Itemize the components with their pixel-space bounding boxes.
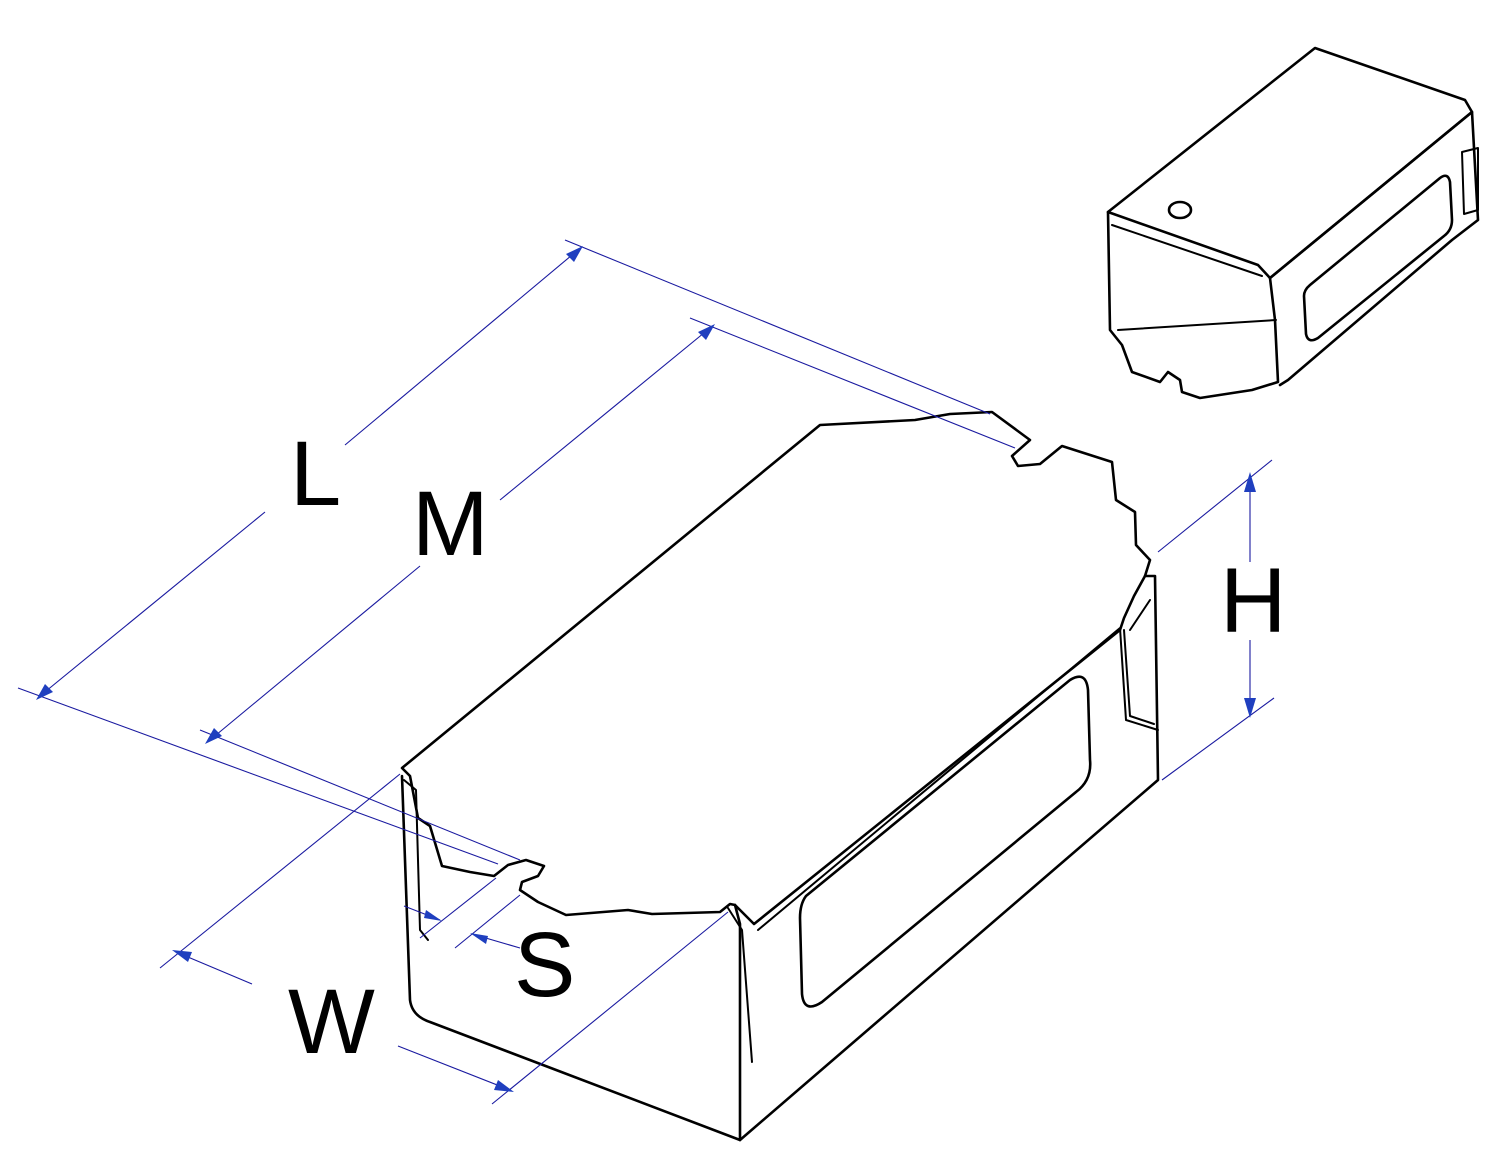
large-enclosure-top-face <box>400 410 1152 926</box>
small-enclosure-knob <box>1167 200 1193 220</box>
dim-L-arrow-top <box>566 246 583 262</box>
large-enclosure-side-face <box>738 574 1160 1142</box>
dim-H-arrow-top <box>1244 472 1256 492</box>
dim-W-arrow-right <box>494 1080 514 1092</box>
dim-label-S: S <box>514 914 575 1016</box>
dim-M-arrow-top <box>698 324 715 340</box>
dim-S-arrow-right <box>470 933 488 944</box>
small-enclosure-top-face <box>1106 46 1474 280</box>
large-enclosure-end-flange <box>403 779 753 1063</box>
dim-label-H: H <box>1220 550 1286 652</box>
dim-M-extension-bottom <box>199 729 521 861</box>
dim-H-arrow-bottom <box>1244 698 1256 718</box>
small-enclosure-flange <box>1111 224 1277 331</box>
dimension-labels: L M H W S <box>288 423 1286 1073</box>
dim-L-extension-bottom <box>17 687 499 865</box>
dim-M-arrow-bottom <box>205 728 222 744</box>
dim-S-arrow-left <box>424 910 442 921</box>
dim-label-L: L <box>290 423 341 525</box>
dim-S-extension-right <box>454 894 521 949</box>
dim-W-extension-left <box>159 773 401 969</box>
dim-M-extension-top <box>689 317 1016 449</box>
small-enclosure <box>1106 46 1480 400</box>
large-enclosure-side-window <box>798 675 1092 1008</box>
dim-S-extension-left <box>419 877 497 939</box>
dim-L-extension-top <box>564 239 991 415</box>
dim-H-extension-bottom <box>1161 697 1275 781</box>
dim-label-M: M <box>412 473 489 575</box>
large-enclosure-end-tab <box>1123 599 1155 725</box>
small-enclosure-tab <box>1461 147 1479 215</box>
dim-M-line-upper <box>499 327 711 501</box>
dim-H-extension-top <box>1157 459 1273 553</box>
dim-W-extension-right <box>491 911 729 1105</box>
small-enclosure-end-face <box>1106 210 1280 400</box>
dim-W-arrow-left <box>172 950 192 962</box>
large-enclosure <box>400 410 1160 1142</box>
dim-W-line-right <box>397 1045 511 1091</box>
large-enclosure-side-edge <box>757 627 1159 931</box>
small-enclosure-side-face <box>1268 110 1480 387</box>
dim-L-line-lower <box>39 511 266 697</box>
dimension-lines <box>17 239 1275 1105</box>
dim-L-arrow-bottom <box>36 684 53 700</box>
dim-L-line-upper <box>344 249 579 446</box>
dim-label-W: W <box>288 971 375 1073</box>
dim-M-line-lower <box>209 565 421 741</box>
large-enclosure-end-face <box>400 774 742 1142</box>
small-enclosure-side-window <box>1302 174 1454 342</box>
